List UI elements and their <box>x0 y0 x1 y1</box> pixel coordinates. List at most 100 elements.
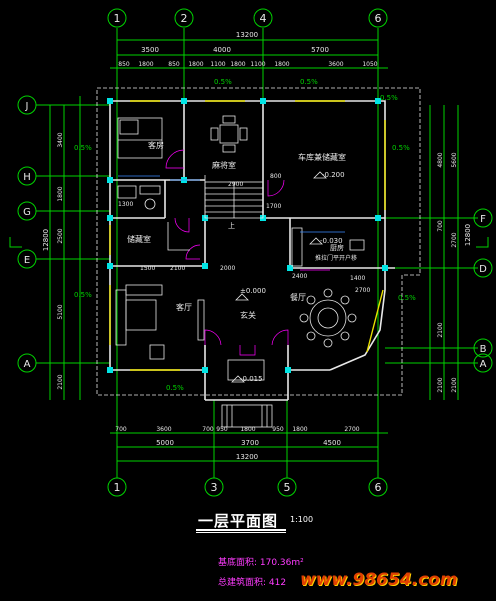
room-label-garage: 车库兼储藏室 <box>298 152 346 162</box>
level-text: -0.015 <box>240 375 263 383</box>
drawing-title: 一层平面图 <box>198 512 279 530</box>
room-label-dining: 餐厅 <box>290 293 306 302</box>
axis-label-bottom: 3 <box>211 481 218 494</box>
dim-text: 2100 <box>170 265 185 272</box>
axis-label-bottom: 1 <box>114 481 121 494</box>
tv-cabinet-furniture <box>197 299 205 341</box>
dim-text: 12800 <box>42 229 50 251</box>
eaves-outline <box>96 87 421 396</box>
bed-furniture <box>117 117 163 159</box>
slope-marks: 0.5% 0.5% 0.5% 0.5% 0.5% 0.5% <box>166 78 416 392</box>
dim-text: 3700 <box>241 439 259 447</box>
dim-text: 1050 <box>362 61 377 68</box>
dim-text: 5100 <box>57 304 64 319</box>
slope-text: 0.5% <box>166 384 184 392</box>
dim-text: 1800 <box>292 426 307 433</box>
dim-text: 1500 <box>140 265 155 272</box>
dim-text: 1800 <box>274 61 289 68</box>
dim-text: 3500 <box>141 46 159 54</box>
site-watermark: www.98654.com <box>300 570 458 590</box>
slope-text: 0.5% <box>392 144 410 152</box>
dim-text: 13200 <box>236 453 258 461</box>
dim-text: 1100 <box>210 61 225 68</box>
staircase <box>167 181 264 251</box>
axis-label-right: D <box>479 264 487 275</box>
level-marks: -0.200 -0.030 ±0.000 -0.015 <box>231 171 345 383</box>
dim-text: 2100 <box>57 374 64 389</box>
level-text: ±0.000 <box>240 287 266 295</box>
axis-bubbles-left: J H G E A <box>17 95 37 373</box>
dim-text: 1300 <box>118 201 133 208</box>
axis-label-right: F <box>480 214 486 225</box>
room-label-foyer: 玄关 <box>240 310 256 320</box>
slope-text: 0.5% <box>74 144 92 152</box>
dim-text: 2900 <box>228 181 243 188</box>
axis-bubbles-top: 1 2 4 6 <box>107 8 388 28</box>
stair-up-label: 上 <box>228 221 235 230</box>
dim-text: 2700 <box>344 426 359 433</box>
dim-text: 2700 <box>355 287 370 294</box>
dim-text: 5000 <box>156 439 174 447</box>
axis-label-top: 1 <box>114 12 121 25</box>
bathroom-fixtures <box>117 185 161 210</box>
dim-text: 5700 <box>311 46 329 54</box>
dim-text: 3600 <box>328 61 343 68</box>
dimension-left: 12800 3400 1800 2500 5100 2100 0.5% 0.5% <box>9 96 92 400</box>
dim-text: 850 <box>118 61 130 68</box>
slope-text: 0.5% <box>74 291 92 299</box>
axis-label-left: G <box>23 207 31 218</box>
dim-text: 2100 <box>437 322 444 337</box>
level-text: -0.200 <box>322 171 345 179</box>
internal-dims: 2900 800 1700 1400 2700 2400 2000 2100 1… <box>118 173 370 294</box>
dim-text: 950 <box>272 426 284 433</box>
dim-text: 1800 <box>188 61 203 68</box>
axis-label-top: 4 <box>260 12 267 25</box>
dim-text: 2100 <box>437 377 444 392</box>
axis-label-top: 2 <box>181 12 188 25</box>
axis-label-right: B <box>480 344 487 355</box>
axis-bubbles-bottom: 1 3 5 6 <box>107 477 388 497</box>
dim-text: 700 <box>202 426 214 433</box>
dim-text: 5600 <box>451 152 458 167</box>
room-label-storage: 储藏室 <box>127 234 151 244</box>
dimension-right: 4800 700 2100 2100 5600 2700 2100 12800 <box>429 105 489 400</box>
drawing-scale: 1:100 <box>290 515 314 524</box>
dim-text: 4800 <box>437 152 444 167</box>
dim-text: 850 <box>168 61 180 68</box>
room-label-living: 客厅 <box>176 302 192 312</box>
dim-text: 4500 <box>323 439 341 447</box>
kitchen-counter <box>291 227 365 267</box>
slope-text: 0.5% <box>398 294 416 302</box>
title-underline <box>196 529 286 531</box>
room-label-tea-room: 麻将室 <box>212 160 236 170</box>
axis-label-left: E <box>24 255 30 266</box>
axis-grid-horizontal <box>36 104 478 364</box>
dim-text: 1800 <box>138 61 153 68</box>
axis-label-right: A <box>480 359 487 370</box>
dim-text: 2400 <box>292 273 307 280</box>
axis-label-left: H <box>23 172 31 183</box>
total-area-text: 总建筑面积: 412 <box>218 578 287 588</box>
axis-bubbles-right: F D B A <box>473 208 493 373</box>
dim-text: 3600 <box>156 426 171 433</box>
dim-text: 950 <box>216 426 228 433</box>
axis-label-bottom: 5 <box>284 481 291 494</box>
dim-text: 2700 <box>451 232 458 247</box>
dim-text: 1100 <box>250 61 265 68</box>
mahjong-table-furniture <box>210 115 248 153</box>
title-underline <box>196 532 286 533</box>
dim-text: 1800 <box>240 426 255 433</box>
dimension-top: 13200 3500 4000 5700 850 1800 850 1800 1… <box>110 31 388 69</box>
annotation-lines <box>118 175 345 233</box>
dim-text: 1700 <box>266 203 281 210</box>
room-label-kitchen: 厨房 <box>330 243 344 252</box>
dim-text: 800 <box>270 173 282 180</box>
slope-text: 0.5% <box>300 78 318 86</box>
dim-text: 1400 <box>350 275 365 282</box>
sofa-furniture <box>115 284 165 360</box>
axis-label-left: J <box>25 101 29 112</box>
dim-text: 12800 <box>464 224 472 246</box>
dim-text: 2500 <box>57 228 64 243</box>
room-label-kitchen-note: 推拉门平开户移 <box>315 254 357 262</box>
